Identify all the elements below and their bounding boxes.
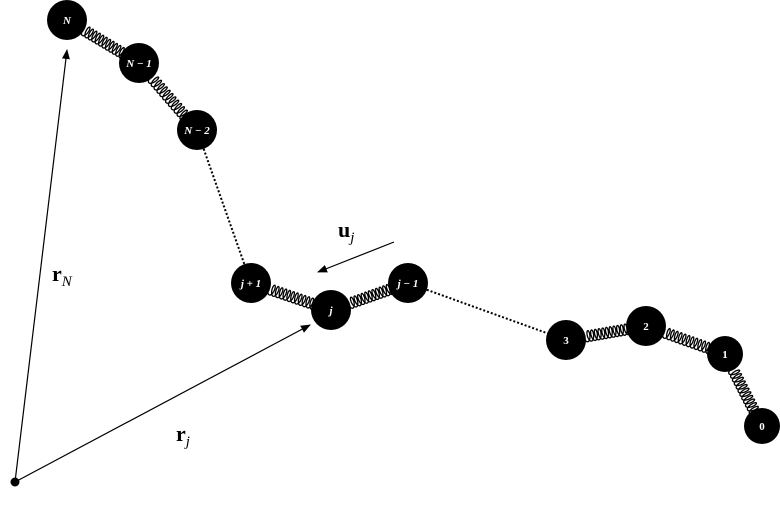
vector-rN-arrow (14, 49, 70, 483)
bead-2-circle (626, 306, 666, 346)
bead-0: 0 (744, 408, 780, 444)
label-rj-symbol: r (176, 421, 186, 446)
bead-j-1-circle (388, 263, 428, 303)
spring-N-1-N-2 (147, 76, 191, 121)
bead-3-label: 3 (563, 335, 569, 347)
bead-j-circle (311, 290, 351, 330)
vector-uj-arrow (317, 241, 395, 273)
label-rj-subscript: j (184, 434, 190, 450)
bead-1-circle (707, 336, 743, 372)
bead-N: N (47, 0, 87, 40)
label-uj-subscript: j (348, 230, 354, 246)
spring-3-2 (583, 322, 632, 343)
spring-j-j-1 (347, 282, 395, 309)
bead-j-label: j (327, 305, 333, 317)
dotted-links (196, 129, 567, 341)
bead-N-label: N (62, 15, 72, 27)
label-rN: rN (52, 261, 73, 290)
spring-N-N-1 (80, 26, 129, 59)
bead-N-2: N − 2 (177, 110, 217, 150)
bead-1-label: 1 (722, 349, 728, 361)
spring-2-1 (661, 327, 714, 355)
label-uj: uj (338, 217, 354, 246)
label-rj: rj (176, 421, 190, 450)
bead-2-label: 2 (643, 321, 649, 333)
label-uj-symbol: u (338, 217, 350, 242)
spring-1-0 (728, 367, 761, 416)
dotted-link-j-1-3 (407, 282, 567, 341)
origin-point (10, 477, 20, 487)
bead-1: 1 (707, 336, 743, 372)
bead-j+1-label: j + 1 (239, 278, 261, 290)
bead-2: 2 (626, 306, 666, 346)
bead-0-label: 0 (759, 421, 765, 433)
bead-j-1: j − 1 (388, 263, 428, 303)
label-rN-symbol: r (52, 261, 62, 286)
dotted-link-N-2-j+1 (196, 129, 252, 284)
bead-N-circle (47, 0, 87, 40)
bead-j-1-label: j − 1 (396, 278, 419, 290)
bead-N-2-label: N − 2 (183, 125, 210, 137)
bead-N-1-label: N − 1 (125, 58, 152, 70)
bead-N-1: N − 1 (119, 43, 159, 83)
bead-j: j (311, 290, 351, 330)
bead-3: 3 (546, 320, 586, 360)
bead-0-circle (744, 408, 780, 444)
spring-j+1-j (267, 284, 318, 310)
bead-N-2-circle (177, 110, 217, 150)
label-rN-subscript: N (61, 274, 73, 290)
bead-j+1: j + 1 (231, 263, 271, 303)
bead-N-1-circle (119, 43, 159, 83)
beads: N N − 1 N − 2 j + 1 j j − 1 3 2 1 0 (47, 0, 780, 444)
vector-rj-arrow (14, 324, 311, 483)
bead-j+1-circle (231, 263, 271, 303)
bead-3-circle (546, 320, 586, 360)
springs (80, 26, 761, 416)
